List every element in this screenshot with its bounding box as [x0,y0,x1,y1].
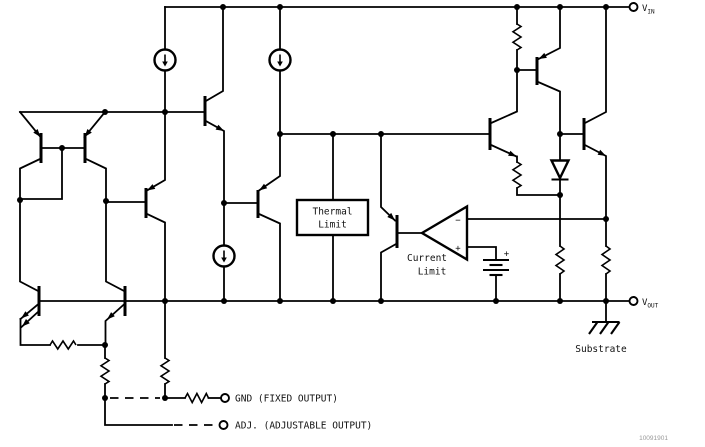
vin-label: V [642,4,648,14]
emitter-arrow [387,212,395,221]
junction-dot [603,298,609,304]
vout-label-subscript: OUT [647,303,658,310]
resistor [511,161,561,196]
emitter-arrow [259,183,268,191]
npn-transistor [19,199,51,346]
junction-dot [220,4,226,10]
substrate-ground-icon: Substrate [575,300,627,355]
emitter-arrow [33,129,41,137]
resistor [49,339,106,351]
emitter-arrow [597,149,606,156]
resistor [511,6,523,71]
junction-dot [162,109,168,115]
vout-label: V [642,298,648,308]
junction-dot [102,395,108,401]
thermal-limit-block: Thermal Limit [295,133,370,302]
junction-dot [557,298,563,304]
resistor [600,218,612,302]
junction-dot [557,131,563,137]
battery-plus-label: + [504,250,510,260]
resistor [184,391,210,405]
pnp-transistor [18,110,43,201]
junction-dot [221,298,227,304]
emitter-arrow [538,52,547,59]
emitter-arrow [21,311,29,319]
pnp-transistor [223,133,281,302]
pnp-transistor [19,110,107,202]
gnd-terminal-label: GND (FIXED OUTPUT) [235,394,338,405]
junction-dot [221,200,227,206]
svg-text:VOUT: VOUT [642,298,659,310]
junction-dot [603,216,609,222]
vin-label-subscript: IN [647,9,655,16]
junction-dot [330,298,336,304]
junction-dot [102,109,108,115]
resistor [99,344,111,399]
emitter-arrow [215,124,224,131]
emitter-arrow [22,319,30,327]
gnd-output-lead: GND (FIXED OUTPUT) [110,391,338,405]
junction-dot [493,298,499,304]
comparator-minus-label: − [455,216,461,226]
junction-dot [603,4,609,10]
comparator-triangle [419,204,469,262]
adj-terminal [218,420,229,430]
diode-icon [549,133,571,196]
junction-dot [514,4,520,10]
emitter-arrow [107,312,115,320]
junction-dot [102,342,108,348]
current-limit-label-line1: Current [407,253,447,264]
emitter-arrow [84,129,92,137]
current-source-icon [268,6,292,135]
thermal-limit-box [295,198,370,237]
junction-dot [330,131,336,137]
junction-dot [103,198,109,204]
battery-icon: + [483,250,510,302]
adj-terminal-label: ADJ. (ADJUSTABLE OUTPUT) [235,421,372,432]
junction-dot [277,131,283,137]
comparator-plus-wire [466,246,497,261]
substrate-label: Substrate [575,344,627,355]
npn-transistor [203,6,225,204]
pnp-transistor [380,133,423,302]
thermal-limit-label-line2: Limit [318,220,347,231]
junction-dot [557,192,563,198]
current-limit-label-line2: Limit [418,267,447,278]
junction-dot [277,4,283,10]
junction-dot [162,395,168,401]
adj-output-lead: ADJ. (ADJUSTABLE OUTPUT) [104,397,372,432]
diode-triangle [549,159,571,181]
npn-transistor [559,6,607,220]
junction-dot [378,298,384,304]
gnd-terminal [220,393,230,403]
doc-number: 10091901 [639,435,668,442]
junction-dot [378,131,384,137]
junction-dot [162,298,168,304]
current-source-icon [153,6,177,113]
current-limit-comparator: − + [419,204,607,262]
junction-dot [277,298,283,304]
comparator-plus-label: + [455,244,461,254]
junction-dot [557,4,563,10]
vin-terminal: VIN [628,2,655,16]
npn-transistor [488,69,518,163]
current-limit-label: Current Limit [407,253,447,278]
junction-dot [514,67,520,73]
pnp-transistor [516,6,561,135]
svg-text:VIN: VIN [642,4,655,16]
resistor [554,194,566,302]
resistor [159,300,171,399]
junction-dots [17,4,609,401]
emitter-arrow [508,150,517,157]
current-source-icon [212,202,236,302]
emitter-arrow [147,184,156,191]
junction-dot [59,145,65,151]
vout-terminal: VOUT [628,296,659,310]
thermal-limit-label-line1: Thermal [312,207,352,218]
pnp-transistor [105,111,166,302]
npn-transistor [104,200,127,346]
junction-dot [17,197,23,203]
